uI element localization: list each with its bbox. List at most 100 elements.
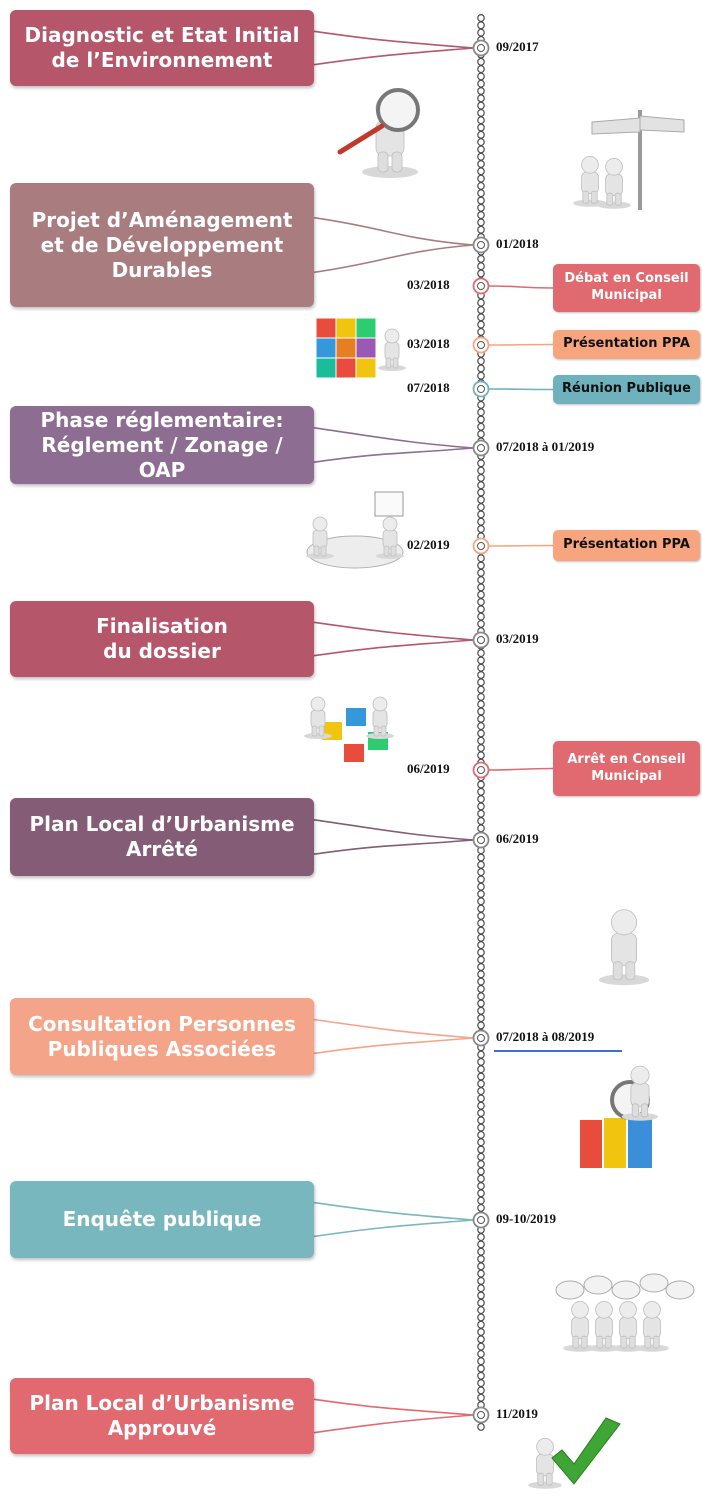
magnifier-handle [337,123,385,155]
checkmark-figure-icon [528,1438,562,1489]
event-node [472,336,490,354]
timeline-node [472,831,490,849]
phase-box: Phase réglementaire: Réglement / Zonage … [10,406,314,484]
timeline-node [472,1211,490,1229]
folder-yellow [604,1118,626,1168]
event-connector [488,767,554,771]
event-node-inner [477,282,485,290]
phase-date: 07/2018 à 01/2019 [496,439,595,454]
event-node-inner [477,766,485,774]
timeline-node-inner [477,1411,485,1419]
puzzle-cube-figures-icon-fig [378,328,406,371]
phase-connector-bottom [313,1219,474,1238]
puzzle-red [344,744,364,762]
phase-box: Enquête publique [10,1181,314,1258]
event-connector [488,343,554,346]
event-date: 03/2018 [407,277,450,292]
event-box: Arrêt en Conseil Municipal [553,741,700,796]
phase-connector-bottom [313,1037,474,1055]
event-date: 03/2018 [407,336,450,351]
phase-box: Finalisation du dossier [10,601,314,677]
phase-connector-top [313,1398,474,1416]
phase-connector-top [313,30,474,49]
speech-bubbles-crowd-icon-fig [611,1301,645,1352]
phase-date: 09/2017 [496,39,539,54]
timeline-node [472,1406,490,1424]
puzzle-cube-figures-icon [355,357,377,379]
magnifier-lens [376,88,420,132]
timeline-node [472,236,490,254]
event-date: 07/2018 [407,380,450,395]
date-underline [494,1050,622,1052]
puzzle-cube-figures-icon [315,317,337,339]
puzzle-cube-figures-icon [355,317,377,339]
phase-date: 01/2018 [496,236,539,251]
timeline-node-inner [477,836,485,844]
phase-box: Projet d’Aménagement et de Développement… [10,183,314,307]
meeting-table [306,535,404,569]
timeline-node [472,439,490,457]
event-node [472,380,490,398]
meeting-board [374,491,404,517]
meeting-table-figures-icon-2 [376,516,404,559]
speech-bubbles-crowd-icon [639,1273,669,1293]
timeline-node-inner [477,1034,485,1042]
puzzle-pieces-figures-icon-2 [366,696,394,739]
event-node [472,537,490,555]
phase-box: Diagnostic et Etat Initial de l’Environn… [10,10,314,86]
event-node-inner [477,385,485,393]
speech-bubbles-crowd-icon [583,1275,613,1295]
puzzle-pieces-figures-icon [304,696,332,739]
phase-date: 03/2019 [496,631,539,646]
event-node-inner [477,341,485,349]
phase-connector-top [313,819,474,841]
event-box: Présentation PPA [553,330,700,359]
speech-bubbles-crowd-icon [665,1280,695,1300]
speech-bubbles-crowd-icon [611,1280,641,1300]
signpost-arm-left [591,117,641,135]
speech-bubbles-crowd-icon-fig [587,1301,621,1352]
event-date: 06/2019 [407,761,450,776]
puzzle-cube-figures-icon [315,337,337,359]
event-box: Débat en Conseil Municipal [553,264,700,312]
phase-connector-bottom [313,1414,474,1434]
phase-box: Consultation Personnes Publiques Associé… [10,998,314,1075]
event-box: Présentation PPA [553,530,700,561]
folder-red [580,1120,602,1168]
timeline-node-inner [477,1216,485,1224]
phase-box: Plan Local d’Urbanisme Arrêté [10,798,314,876]
speech-bubbles-crowd-icon-fig [635,1301,669,1352]
phase-connector-bottom [313,47,474,66]
speech-bubbles-crowd-icon [555,1280,585,1300]
folder-blue [628,1116,652,1168]
thumbs-up-figure-icon [598,909,650,986]
phase-connector-top [313,1201,474,1221]
phase-date: 09-10/2019 [496,1211,556,1226]
timeline-node [472,39,490,57]
signpost-arm-right [639,115,685,133]
phase-date: 06/2019 [496,831,539,846]
signpost-figures-icon-2 [597,158,631,209]
speech-bubbles-crowd-icon-fig [563,1301,597,1352]
magnifier-folders-figure-icon [621,1065,659,1121]
puzzle-cube-figures-icon [335,337,357,359]
event-connector [488,388,554,391]
timeline-node [472,631,490,649]
timeline-node-inner [477,444,485,452]
puzzle-cube-figures-icon [335,357,357,379]
signpost-figures-icon [573,156,607,207]
phase-connector-top [313,216,474,246]
puzzle-cube-figures-icon [335,317,357,339]
phase-connector-bottom [313,244,474,274]
phase-date: 07/2018 à 08/2019 [496,1029,595,1044]
event-node [472,761,490,779]
event-node-inner [477,542,485,550]
timeline-node [472,1029,490,1047]
timeline-node-inner [477,241,485,249]
timeline-node-inner [477,44,485,52]
phase-date: 11/2019 [496,1406,538,1421]
event-node [472,277,490,295]
puzzle-cube-figures-icon [355,337,377,359]
event-connector [488,285,554,289]
